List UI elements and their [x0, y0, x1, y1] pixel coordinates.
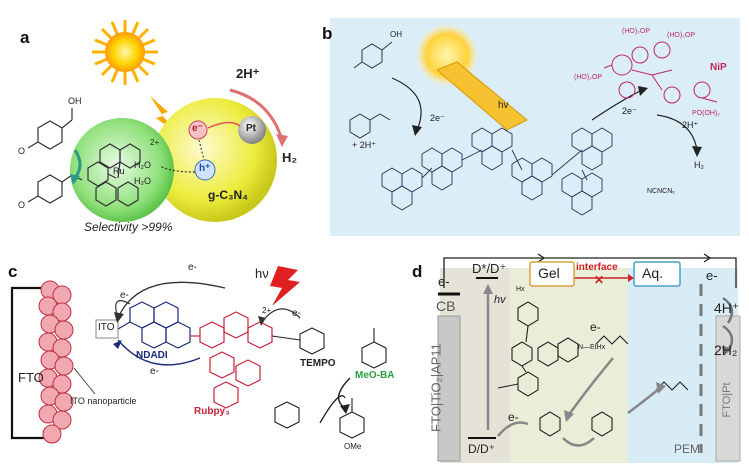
- ito-particle-label: ITO nanoparticle: [70, 396, 137, 406]
- proton-out-label: + 2H⁺: [352, 140, 377, 150]
- aldehyde-molecule: [349, 113, 391, 139]
- panel-d-label: d: [412, 262, 423, 281]
- dstar-label: D*/D⁺: [472, 261, 507, 276]
- e-label-1: 2e⁻: [430, 113, 445, 123]
- phosphonate-label-3: (HO)₂OP: [574, 74, 602, 81]
- aldehyde-product: [339, 398, 365, 439]
- nip-label: NiP: [710, 62, 727, 73]
- phosphonate-label-1: (HO)₂OP: [622, 28, 650, 35]
- pem-label: PEM: [674, 442, 701, 456]
- benzyl-alcohol-molecule: [353, 41, 393, 69]
- fto-bracket: [10, 286, 52, 440]
- product-ome-label: O: [18, 200, 26, 210]
- panel-b-label: b: [322, 24, 333, 43]
- sun-icon: [92, 20, 158, 85]
- hx-label: Hx: [516, 286, 525, 293]
- oh-label: OH: [390, 30, 402, 39]
- h2o-label-2: H₂O: [134, 176, 151, 186]
- panel-b-background: [330, 18, 740, 236]
- aq-label: Aq.: [642, 265, 664, 281]
- e-low-label: e-: [508, 410, 519, 424]
- fto-electrode-bar: [437, 315, 461, 462]
- substrate-oh-label: OH: [68, 96, 82, 106]
- phosphonate-label-4: PO(OH)₂: [692, 110, 720, 117]
- panel-c: c: [0, 248, 395, 466]
- ome-label: OMe: [344, 442, 362, 451]
- panel-b-figure: [349, 25, 718, 216]
- catalyst-label: g-C₃N₄: [208, 188, 248, 202]
- panel-a-label: a: [20, 28, 30, 47]
- gel-label: Gel: [538, 265, 560, 281]
- cb-label: CB: [436, 298, 456, 314]
- fto-label: FTO: [18, 370, 44, 385]
- meoba-molecule: [361, 328, 387, 369]
- tempo-structure: [271, 327, 325, 429]
- e-label-c3: e-: [292, 308, 301, 319]
- tempo-rings: [539, 411, 613, 437]
- e-label-c2: e-: [188, 262, 197, 273]
- svg-text:✕: ✕: [594, 273, 604, 287]
- charge-label-c: 2+: [262, 306, 272, 315]
- ru-label: Ru: [113, 166, 125, 176]
- proton-in-label: 2H⁺: [682, 120, 699, 130]
- panel-d: d ✕: [398, 248, 748, 466]
- electron-left-label: e-: [438, 274, 450, 289]
- ftopt-label: FTO|Pt: [721, 382, 733, 418]
- ito-nanoparticle-stack: [38, 280, 74, 444]
- neth-label: N—EtHx: [578, 344, 606, 351]
- ftopt-electrode-bar: [715, 315, 741, 462]
- selectivity-label: Selectivity >99%: [84, 220, 173, 234]
- h2-label-b: H₂: [694, 160, 704, 170]
- panel-b: b: [322, 10, 742, 238]
- panel-c-label: c: [8, 262, 18, 281]
- rubpy-structure: [190, 311, 273, 409]
- pt-particle: [238, 116, 266, 144]
- charge-label: 2+: [150, 138, 160, 147]
- gel-box: [529, 261, 575, 287]
- ndadi-label: NDADI: [136, 350, 168, 361]
- gel-region: [510, 268, 628, 463]
- hv-label-d: hv: [494, 294, 506, 306]
- hydrogen-label: 2H₂: [714, 342, 738, 358]
- h2o-label-1: H₂O: [134, 160, 151, 170]
- lightning-icon-c: [270, 266, 300, 306]
- dye-structure: [497, 301, 579, 397]
- protons-label: 4H⁺: [714, 300, 740, 316]
- lightning-icon: [150, 96, 178, 134]
- external-circuit: [443, 257, 737, 288]
- aq-box: [633, 261, 681, 287]
- panel-c-figure: [10, 266, 387, 444]
- hole-label: h⁺: [199, 163, 211, 174]
- proton-label: 2H⁺: [236, 66, 260, 81]
- panel-a-figure: [27, 20, 288, 222]
- ru-complex-structure: [87, 143, 141, 207]
- rubpy-label: Rubpy₃: [194, 406, 230, 417]
- tempo-label: TEMPO: [300, 358, 336, 369]
- substrate-molecule: [27, 108, 73, 150]
- carbon-nitride-network: [381, 127, 613, 216]
- hv-label-c: hν: [255, 266, 269, 281]
- ncn-label: NCNCNₓ: [647, 188, 675, 195]
- substrate-ome-label: O: [18, 146, 26, 156]
- meoba-label: MeO-BA: [355, 370, 395, 381]
- pt-label: Pt: [246, 123, 256, 134]
- e-label-2: 2e⁻: [622, 106, 637, 116]
- glycerol-molecule: [595, 335, 629, 345]
- electron-label: e⁻: [192, 123, 203, 134]
- fto-electrode-label: FTO|TiO₂|AP11: [428, 343, 444, 432]
- hv-label: hv: [498, 100, 509, 111]
- ito-label: ITO: [98, 322, 115, 333]
- ndadi-structure: [117, 301, 191, 349]
- e-label-c1: e-: [120, 290, 129, 301]
- interface-label: interface: [576, 262, 618, 273]
- electron-right-label: e-: [706, 268, 718, 283]
- e-mid-label: e-: [590, 320, 601, 334]
- panel-d-figure: ✕: [437, 253, 741, 463]
- dd-label: D/D⁺: [468, 442, 495, 456]
- panel-a: a: [0, 0, 310, 245]
- h2-label: H₂: [282, 150, 298, 165]
- nip-catalyst: [603, 41, 718, 104]
- phosphonate-label-2: (HO)₂OP: [667, 32, 695, 39]
- e-label-c4: e-: [150, 366, 159, 377]
